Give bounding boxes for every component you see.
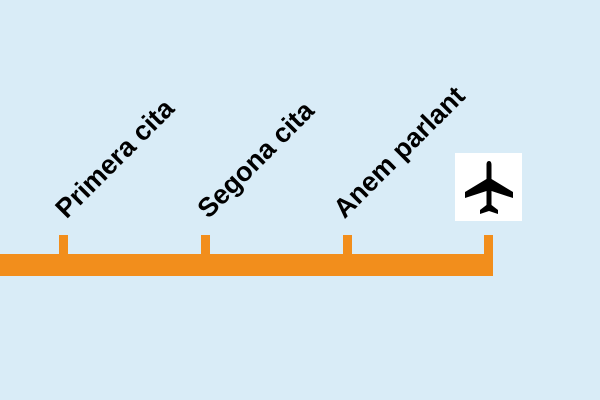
- station-label: Anem parlant: [327, 80, 471, 224]
- station-label: Segona cita: [191, 95, 320, 224]
- station-label: Primera cita: [49, 93, 181, 224]
- station-tick-segona-cita: [201, 235, 210, 257]
- station-tick-primera-cita: [59, 235, 68, 257]
- airport-station-sign: [455, 153, 522, 221]
- route-line: [0, 254, 493, 276]
- station-tick-airport: [484, 235, 493, 257]
- airplane-icon: [464, 161, 513, 214]
- station-tick-anem-parlant: [343, 235, 352, 257]
